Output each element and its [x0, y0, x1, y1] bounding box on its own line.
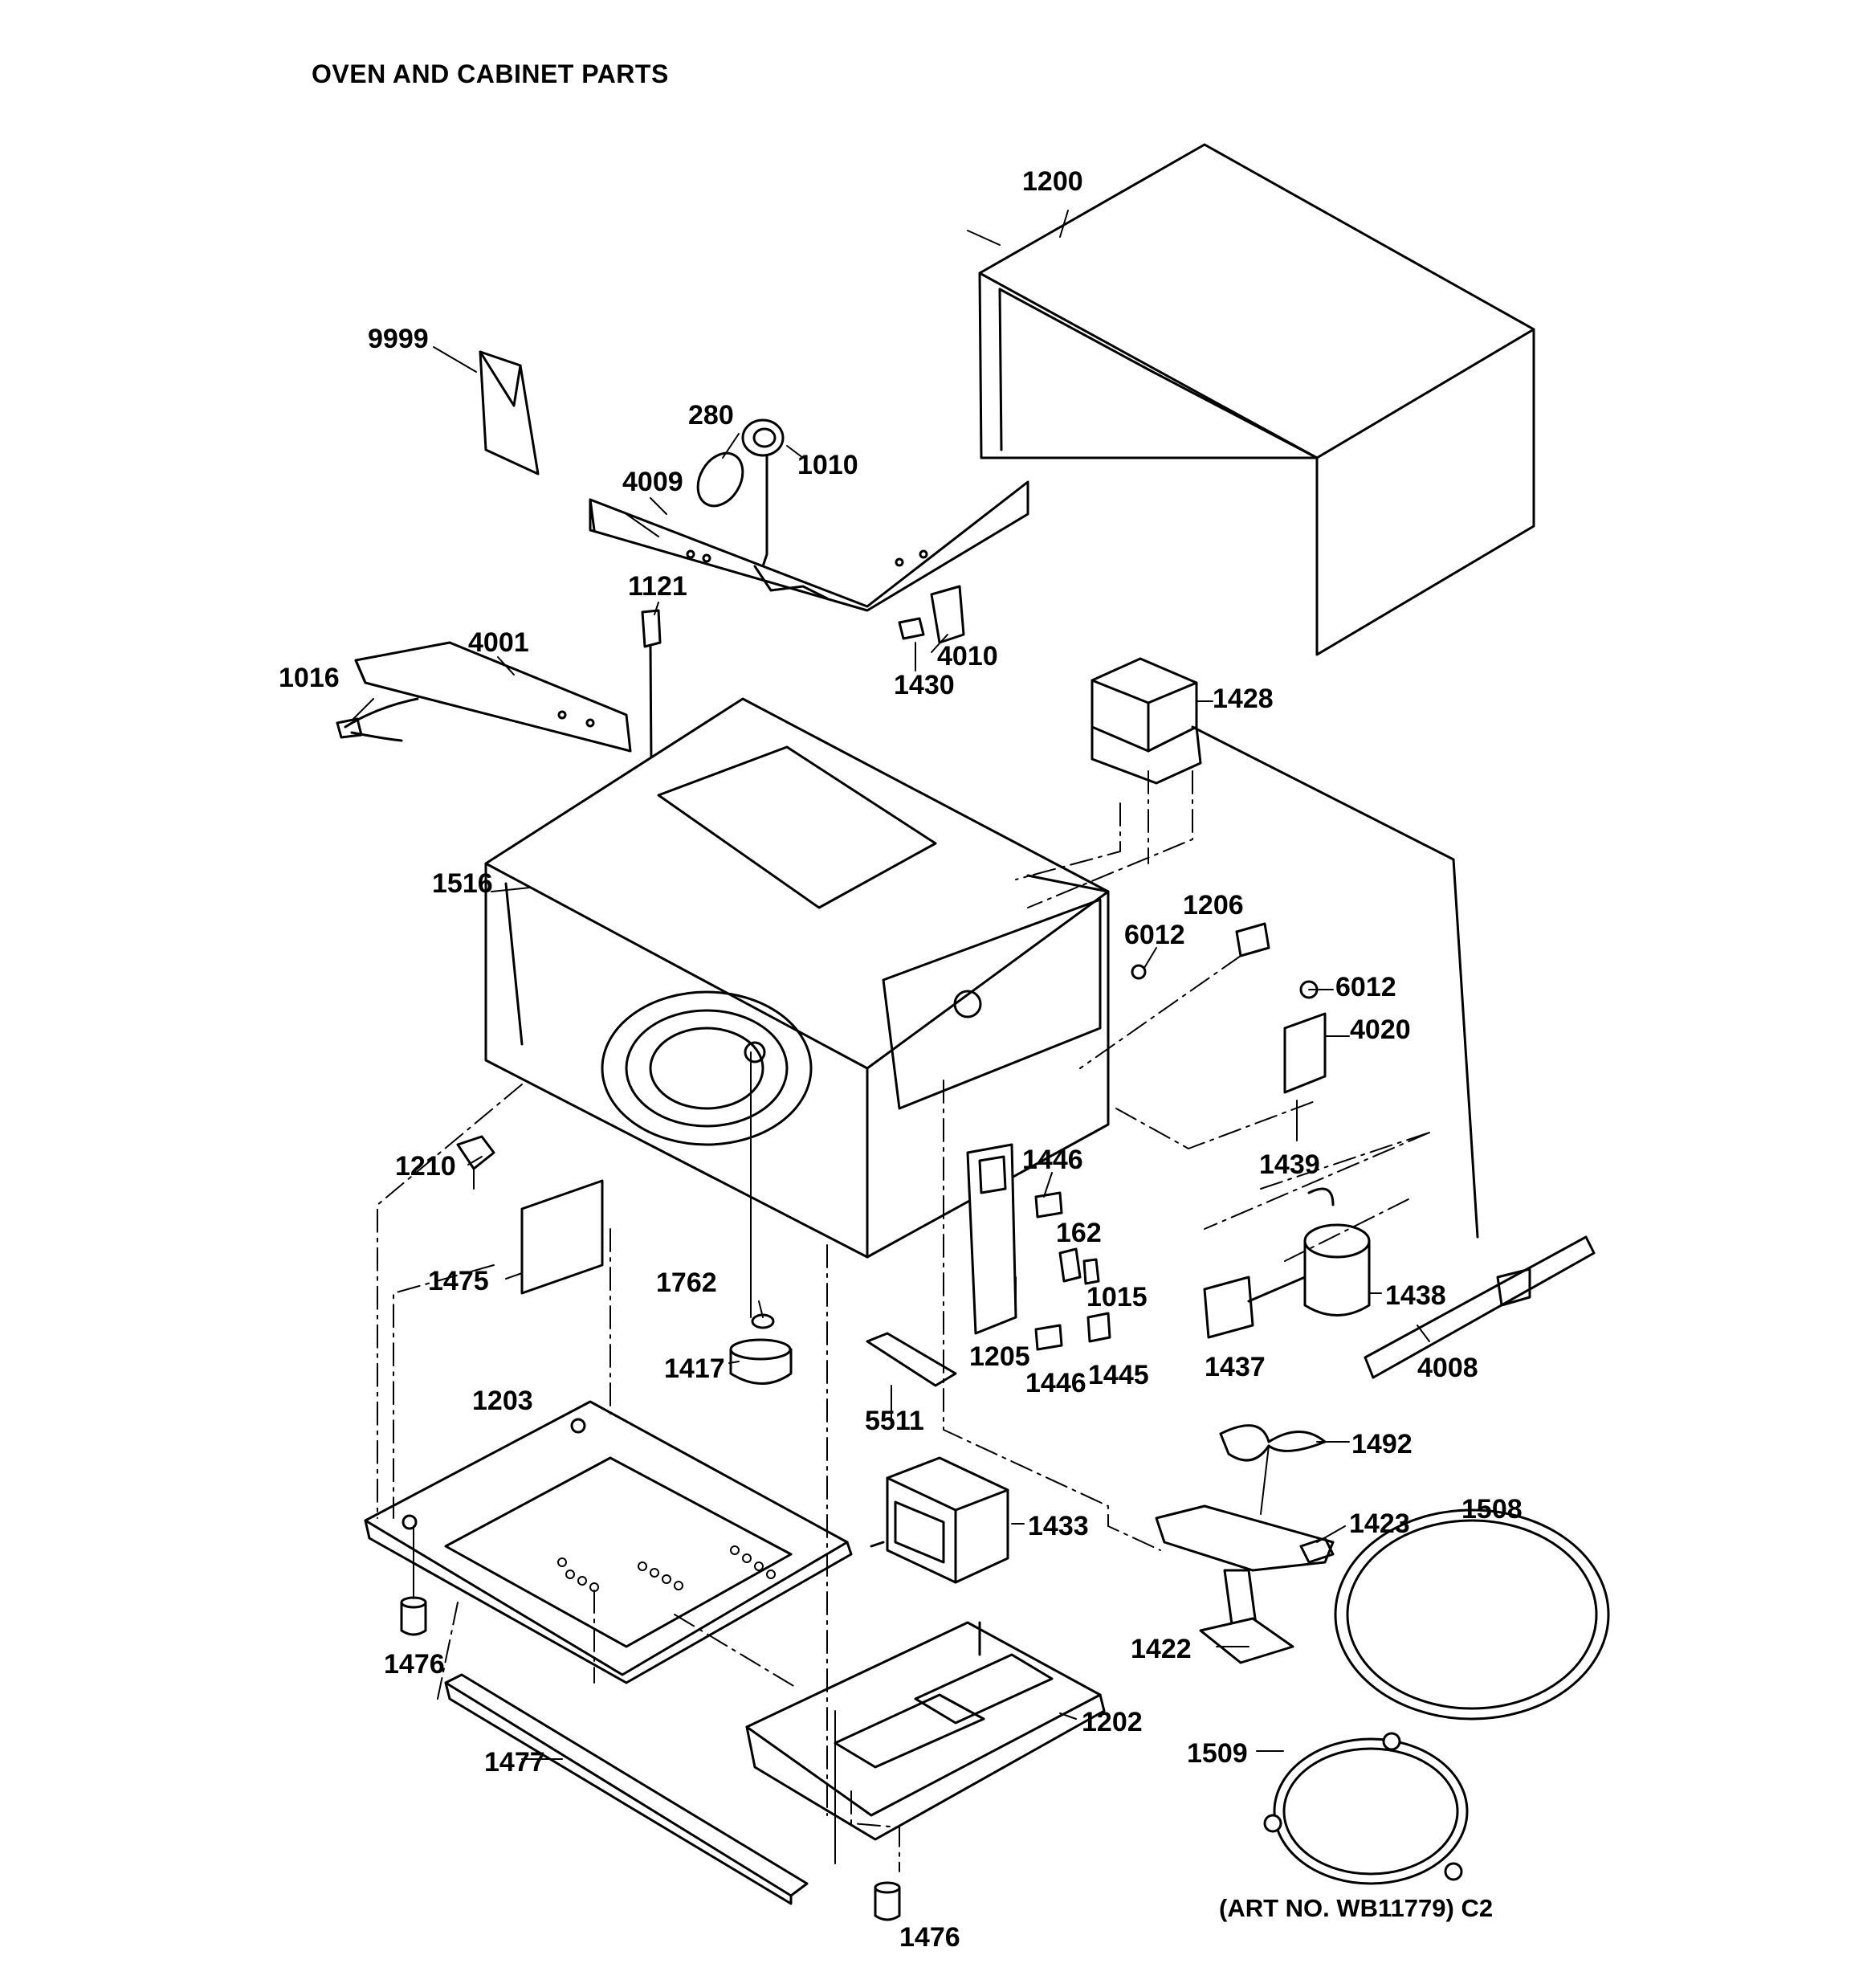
- turntable-motor-1417: [729, 1051, 793, 1385]
- page-title: OVEN AND CABINET PARTS: [312, 59, 669, 88]
- label-9999: 9999: [368, 324, 429, 354]
- label-1446-a: 1446: [1022, 1145, 1083, 1175]
- label-4008: 4008: [1417, 1353, 1478, 1383]
- label-1422: 1422: [1131, 1634, 1192, 1664]
- label-4001: 4001: [468, 627, 529, 658]
- bracket-4009: [589, 480, 1029, 612]
- label-1205: 1205: [969, 1341, 1030, 1372]
- label-1439: 1439: [1259, 1149, 1320, 1180]
- label-1508: 1508: [1461, 1494, 1523, 1525]
- interlock-and-cover-1206-4020: [1131, 922, 1327, 1141]
- label-1203: 1203: [472, 1386, 533, 1416]
- label-1438: 1438: [1385, 1280, 1446, 1311]
- transformer-1433: [870, 1456, 1009, 1584]
- lamp-socket-280-1010: [696, 418, 804, 568]
- label-1623: 162: [1056, 1218, 1102, 1248]
- label-1423: 1423: [1349, 1508, 1410, 1539]
- label-280: 280: [688, 400, 734, 431]
- label-1015: 1015: [1086, 1282, 1148, 1312]
- label-1016: 1016: [279, 663, 340, 693]
- label-1516: 1516: [432, 868, 493, 899]
- label-1475: 1475: [428, 1266, 489, 1296]
- base-plate-1202: [745, 1621, 1106, 1864]
- literature-packet-9999: [433, 346, 540, 476]
- rail-1477: [444, 1673, 809, 1905]
- roller-ring-1509: [1263, 1732, 1469, 1885]
- label-4009: 4009: [622, 467, 683, 497]
- capacitor-assembly-1438: [1203, 1187, 1371, 1339]
- bracket-4008: [1364, 1235, 1596, 1379]
- label-1476-a: 1476: [384, 1649, 445, 1680]
- outer-cabinet-1200: [967, 143, 1535, 656]
- turntable-tray-1508: [1334, 1508, 1610, 1721]
- label-1428: 1428: [1213, 684, 1274, 714]
- switch-components-1121-4010-1430: [641, 585, 965, 885]
- label-1433: 1433: [1028, 1511, 1089, 1541]
- base-tray-1203: [364, 1400, 853, 1684]
- label-4020: 4020: [1350, 1014, 1411, 1045]
- label-1477: 1477: [484, 1747, 545, 1778]
- label-1492: 1492: [1351, 1429, 1413, 1459]
- alignment-lines: [377, 770, 1430, 1872]
- fan-motor-assembly: [1155, 1424, 1335, 1664]
- oven-cavity-1516: [484, 697, 1110, 1259]
- label-1210: 1210: [395, 1151, 456, 1182]
- label-1430: 1430: [894, 670, 955, 700]
- label-1509: 1509: [1187, 1738, 1248, 1769]
- label-1121: 1121: [628, 571, 687, 602]
- foot-1476-left: [400, 1525, 427, 1636]
- leader-lines: [353, 210, 1430, 1760]
- label-1762: 1762: [656, 1268, 717, 1298]
- label-6012-b: 6012: [1335, 972, 1396, 1002]
- label-1446-b: 1446: [1025, 1368, 1086, 1398]
- label-1202: 1202: [1082, 1707, 1143, 1737]
- roller-coupler-1210: [456, 1135, 495, 1190]
- label-4010: 4010: [937, 641, 998, 672]
- label-1010: 1010: [797, 450, 858, 480]
- part-5511: [866, 1332, 957, 1423]
- foot-1476-bottom: [874, 1881, 901, 1921]
- bracket-4001: [336, 641, 632, 753]
- label-1200: 1200: [1022, 166, 1083, 197]
- label-1437: 1437: [1205, 1352, 1266, 1382]
- label-1417: 1417: [664, 1353, 725, 1384]
- label-1206: 1206: [1183, 890, 1244, 921]
- cover-panel-1475: [520, 1179, 604, 1295]
- art-number-note: (ART NO. WB11779) C2: [1219, 1894, 1494, 1922]
- label-1445: 1445: [1088, 1360, 1149, 1390]
- magnetron-1428: [1090, 657, 1479, 1239]
- label-5511: 5511: [865, 1406, 924, 1436]
- label-1476-b: 1476: [899, 1922, 960, 1953]
- label-6012-a: 6012: [1124, 920, 1185, 950]
